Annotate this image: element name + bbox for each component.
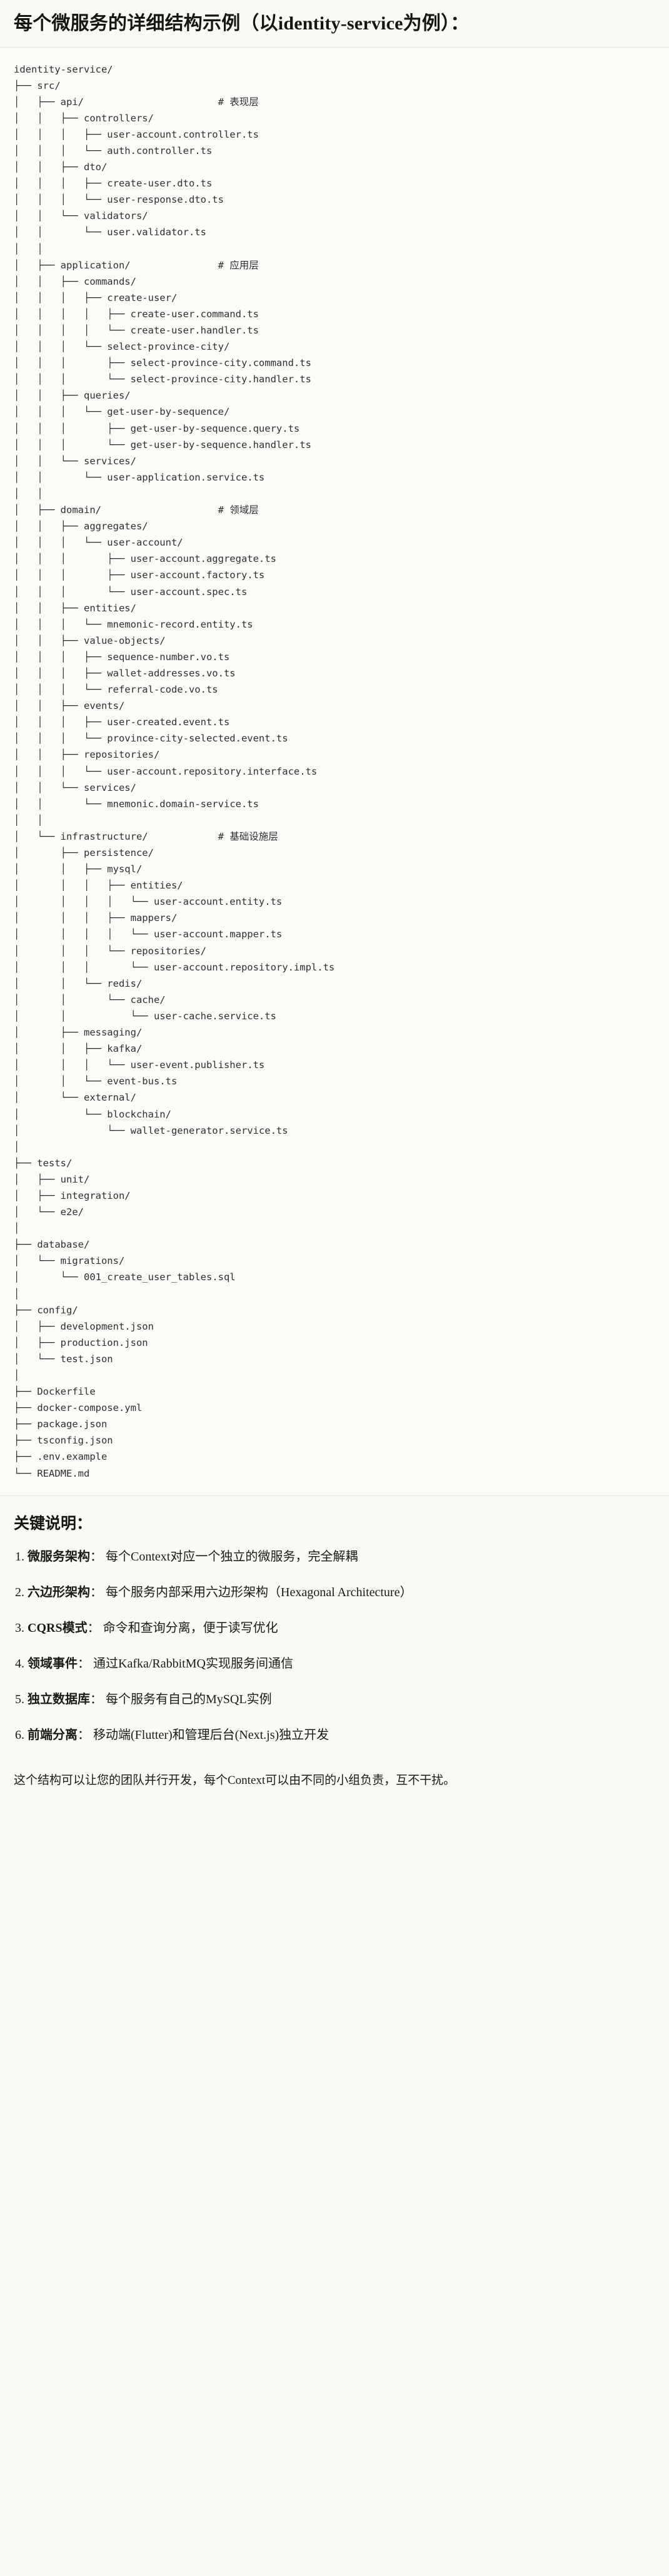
list-item: 2. 六边形架构： 每个服务内部采用六边形架构（Hexagonal Archit… bbox=[15, 1583, 655, 1602]
note-number: 5. bbox=[15, 1692, 24, 1706]
note-separator: ： bbox=[87, 1621, 100, 1635]
list-item: 3. CQRS模式： 命令和查询分离，便于读写优化 bbox=[15, 1619, 655, 1638]
note-number: 3. bbox=[15, 1621, 24, 1635]
note-term: 六边形架构 bbox=[28, 1585, 90, 1599]
note-term: 前端分离 bbox=[28, 1728, 78, 1742]
page-title: 每个微服务的详细结构示例（以identity-service为例）： bbox=[14, 13, 470, 34]
note-description: 移动端(Flutter)和管理后台(Next.js)独立开发 bbox=[93, 1728, 329, 1742]
note-number: 4. bbox=[15, 1656, 24, 1671]
list-item: 5. 独立数据库： 每个服务有自己的MySQL实例 bbox=[15, 1690, 655, 1709]
note-term: CQRS模式 bbox=[28, 1621, 88, 1635]
note-number: 1. bbox=[15, 1549, 24, 1564]
note-term: 领域事件 bbox=[28, 1656, 78, 1671]
note-separator: ： bbox=[90, 1692, 103, 1706]
note-number: 6. bbox=[15, 1728, 24, 1742]
note-description: 每个Context对应一个独立的微服务，完全解耦 bbox=[106, 1549, 358, 1564]
note-description: 每个服务有自己的MySQL实例 bbox=[106, 1692, 272, 1706]
list-item: 1. 微服务架构： 每个Context对应一个独立的微服务，完全解耦 bbox=[15, 1547, 655, 1567]
key-notes-list: 1. 微服务架构： 每个Context对应一个独立的微服务，完全解耦 2. 六边… bbox=[14, 1547, 655, 1745]
note-description: 命令和查询分离，便于读写优化 bbox=[103, 1621, 278, 1635]
list-item: 4. 领域事件： 通过Kafka/RabbitMQ实现服务间通信 bbox=[15, 1654, 655, 1674]
note-separator: ： bbox=[78, 1728, 90, 1742]
note-number: 2. bbox=[15, 1585, 24, 1599]
note-separator: ： bbox=[90, 1585, 103, 1599]
note-term: 微服务架构 bbox=[28, 1549, 90, 1564]
note-description: 每个服务内部采用六边形架构（Hexagonal Architecture） bbox=[106, 1585, 413, 1599]
document-page: 每个微服务的详细结构示例（以identity-service为例）： ident… bbox=[0, 13, 669, 1787]
notes-divider bbox=[0, 1495, 669, 1496]
list-item: 6. 前端分离： 移动端(Flutter)和管理后台(Next.js)独立开发 bbox=[15, 1726, 655, 1745]
directory-tree-block: identity-service/ ├── src/ │ ├── api/ # … bbox=[0, 47, 669, 1492]
directory-tree: identity-service/ ├── src/ │ ├── api/ # … bbox=[14, 63, 335, 1479]
closing-paragraph: 这个结构可以让您的团队并行开发，每个Context可以由不同的小组负责，互不干扰… bbox=[14, 1773, 456, 1787]
note-term: 独立数据库 bbox=[28, 1692, 90, 1706]
note-description: 通过Kafka/RabbitMQ实现服务间通信 bbox=[93, 1656, 293, 1671]
key-notes-section: 关键说明： 1. 微服务架构： 每个Context对应一个独立的微服务，完全解耦… bbox=[0, 1496, 669, 1768]
note-separator: ： bbox=[78, 1656, 90, 1671]
key-notes-heading: 关键说明： bbox=[14, 1515, 93, 1532]
note-separator: ： bbox=[90, 1549, 103, 1564]
title-divider bbox=[0, 46, 669, 48]
